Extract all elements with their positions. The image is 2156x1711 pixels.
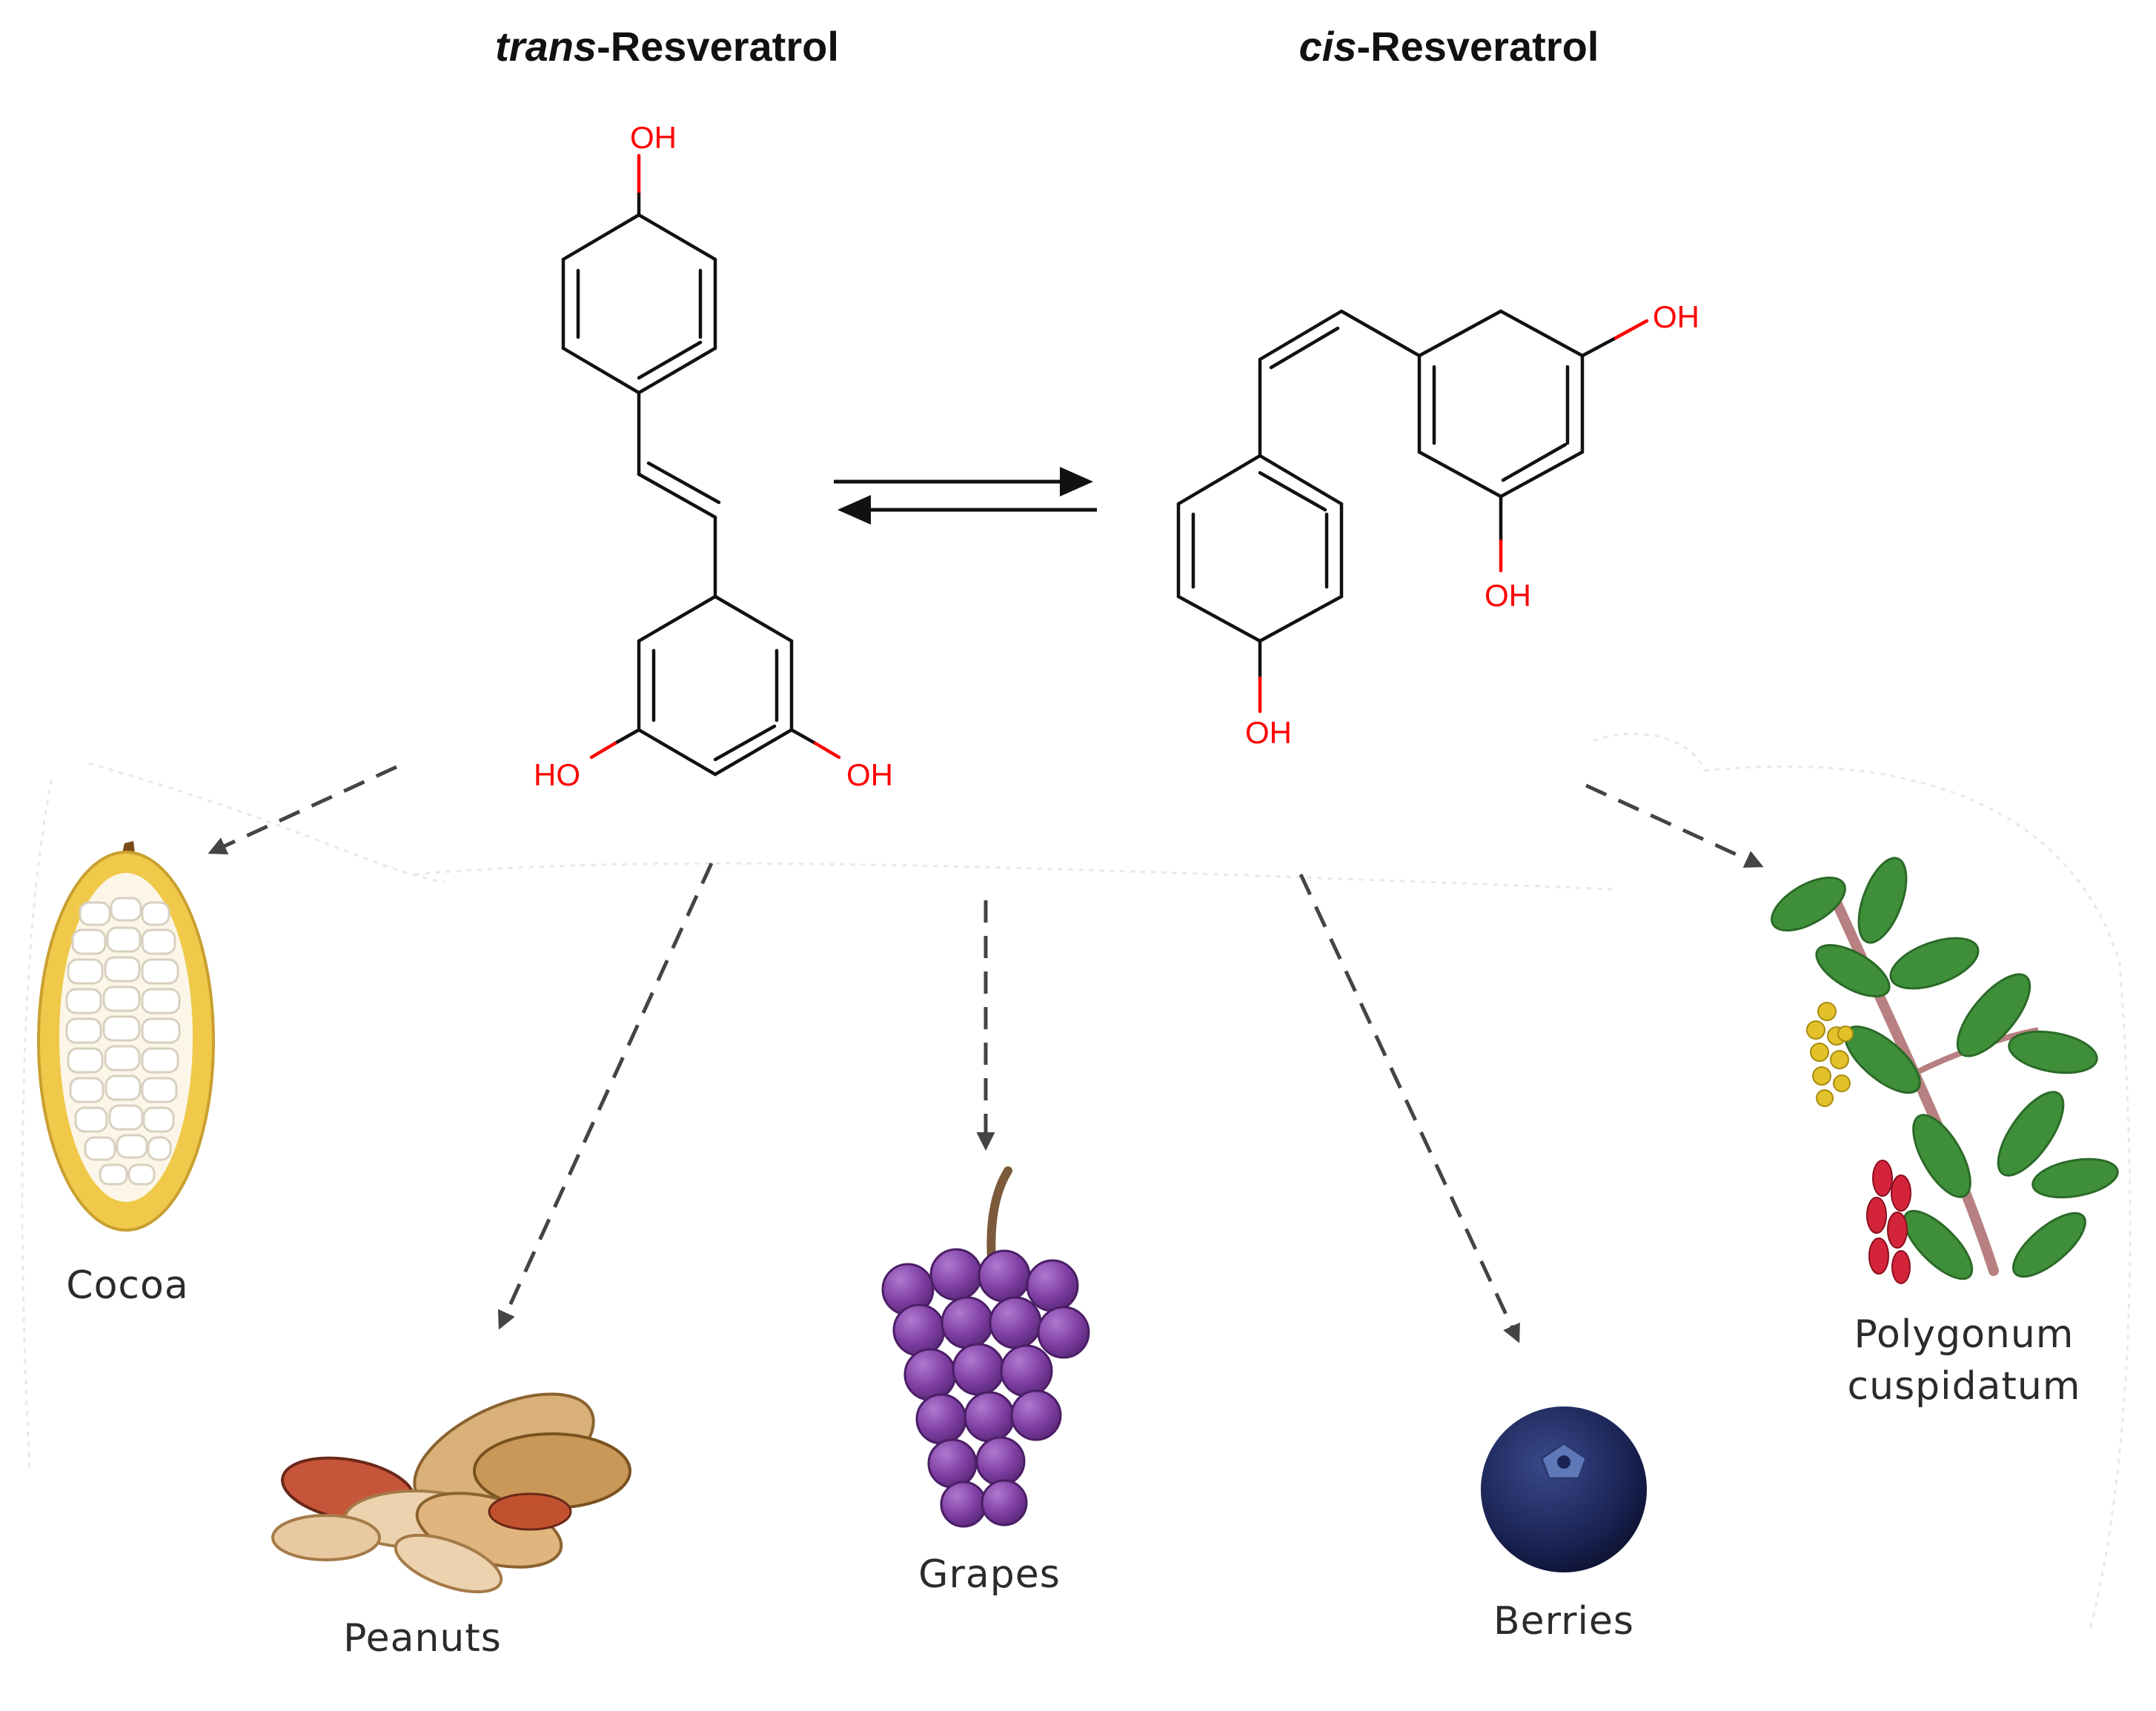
source-arrows (208, 765, 1764, 1343)
arrow-to-cocoa (208, 765, 398, 854)
trans-resveratrol-title: trans-Resveratrol (495, 23, 839, 70)
grapes-label: Grapes (918, 1552, 1061, 1597)
cocoa-label: Cocoa (66, 1263, 188, 1308)
cis-name: -Resveratrol (1357, 23, 1599, 70)
peanuts-label: Peanuts (343, 1616, 502, 1661)
polygonum-plant-icon (1771, 857, 2119, 1284)
polygonum-label-line1: Polygonum (1854, 1312, 2074, 1357)
cocoa-pod-icon (37, 841, 215, 1232)
trans-prefix: trans (495, 23, 597, 70)
arrow-to-polygonum (1585, 783, 1764, 868)
berries-label: Berries (1493, 1599, 1634, 1644)
grapes-icon (881, 1166, 1090, 1528)
trans-name: -Resveratrol (597, 23, 839, 70)
cis-oh-right: OH (1653, 299, 1699, 334)
trans-resveratrol-structure: OH HO OH (534, 120, 893, 792)
cis-resveratrol-structure: OH OH OH (1176, 299, 1699, 750)
trans-oh-left: HO (534, 757, 580, 792)
cis-oh-bottom: OH (1245, 715, 1292, 750)
background-outline (21, 732, 2132, 1631)
trans-oh-right: OH (846, 757, 893, 792)
polygonum-label-line2: cuspidatum (1848, 1364, 2081, 1409)
cis-prefix: cis (1299, 23, 1357, 70)
cis-oh-mid: OH (1485, 578, 1531, 613)
trans-oh-top: OH (630, 120, 677, 155)
peanuts-icon (271, 1392, 631, 1594)
arrow-to-peanuts (497, 862, 714, 1330)
equilibrium-arrows (834, 467, 1097, 525)
cis-resveratrol-title: cis-Resveratrol (1299, 23, 1599, 70)
arrow-to-berries (1298, 873, 1520, 1343)
blueberry-icon (1481, 1406, 1647, 1572)
